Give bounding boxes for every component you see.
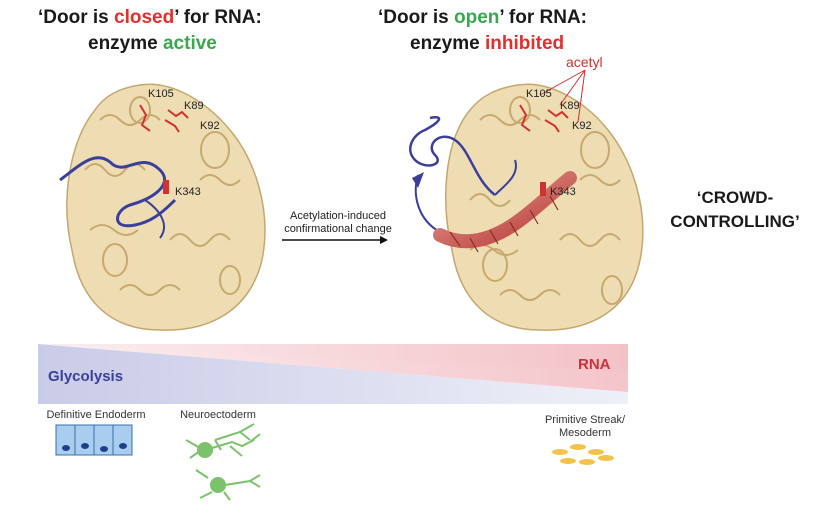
right-subtitle-prefix: enzyme [410,33,485,54]
glycolysis-gradient-band [38,344,628,404]
glycolysis-label: Glycolysis [48,368,124,385]
right-title-prefix: ‘Door is [378,7,455,28]
right-title-state: open [454,7,500,28]
endoderm-cells-icon [55,424,133,456]
left-residue-k89: K89 [184,100,204,112]
left-residue-k105: K105 [148,88,174,100]
right-residue-k89: K89 [560,100,580,112]
mesoderm-label-line2: Mesoderm [559,427,611,439]
arrow-label-line1: Acetylation-induced [289,210,386,222]
right-residue-k92: K92 [572,120,592,132]
side-label-line1: ‘CROWD- [696,188,774,207]
endoderm-label: Definitive Endoderm [46,409,146,421]
mesoderm-cells-icon [552,444,614,465]
protein-open [409,69,644,331]
arrow-label-line2: confirmational change [284,223,392,235]
left-title: ‘Door is closed’ for RNA: [38,6,262,30]
left-subtitle-state: active [162,33,217,54]
left-subtitle: enzyme active [88,32,217,56]
left-title-prefix: ‘Door is [38,7,115,28]
right-residue-k105: K105 [526,88,552,100]
left-residue-k343: K343 [175,186,201,198]
left-title-suffix: ’ for RNA: [174,7,262,28]
right-subtitle: enzyme inhibited [410,32,564,56]
right-title: ‘Door is open’ for RNA: [378,6,587,30]
protein-closed [59,83,266,331]
right-title-suffix: ’ for RNA: [499,7,588,28]
right-subtitle-state: inhibited [484,33,565,54]
left-residue-k92: K92 [200,120,220,132]
left-title-state: closed [114,7,175,28]
right-residue-k343: K343 [550,186,576,198]
left-subtitle-prefix: enzyme [88,33,163,54]
mesoderm-label-line1: Primitive Streak/ [544,414,626,426]
neuron-icon [185,423,261,501]
neuroectoderm-label: Neuroectoderm [180,409,256,421]
side-label-line2: CONTROLLING’ [670,212,800,231]
rna-label: RNA [578,356,611,373]
acetyl-label: acetyl [566,54,603,70]
